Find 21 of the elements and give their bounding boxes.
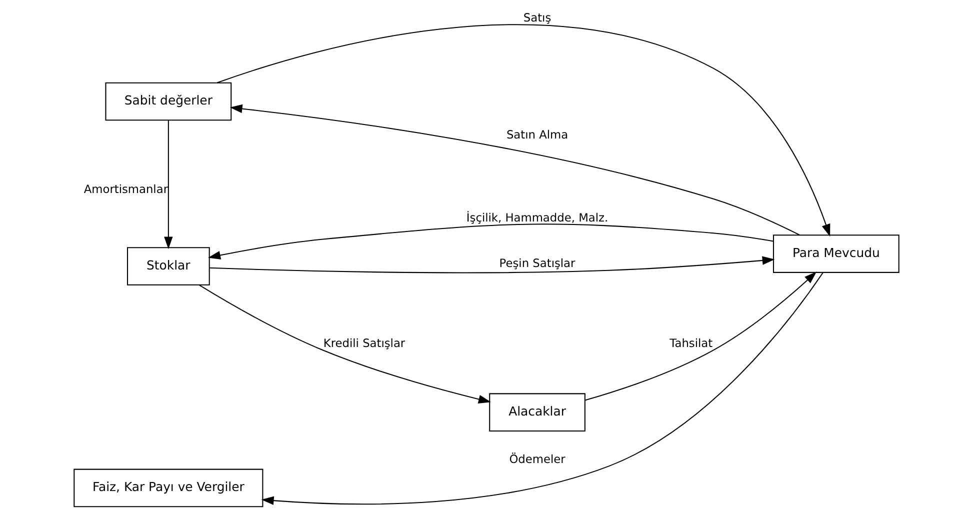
arrow <box>261 272 824 505</box>
node-box: Para Mevcudu <box>772 234 900 273</box>
edge-label: Kredili Satışlar <box>323 336 406 350</box>
edge-label: Ödemeler <box>509 452 566 466</box>
arrow <box>209 256 775 274</box>
node-box: Stoklar <box>126 247 210 286</box>
edge-label: İşçilik, Hammadde, Malz. <box>466 210 608 224</box>
arrow <box>208 224 774 260</box>
node-box: Faiz, Kar Payı ve Vergiler <box>74 468 264 508</box>
arrow <box>230 104 800 236</box>
edge-label: Peşin Satışlar <box>499 256 576 270</box>
arrow <box>164 120 173 250</box>
node-box: Sabit değerler <box>105 82 232 121</box>
arrow <box>216 24 830 237</box>
edge-label: Satış <box>523 10 552 25</box>
edge-label: Satın Alma <box>506 128 568 142</box>
edge-label: Tahsilat <box>670 336 713 350</box>
node-box: Alacaklar <box>489 393 586 432</box>
edge-label: Amortismanlar <box>84 182 168 196</box>
arrow <box>198 284 491 404</box>
arrow <box>584 272 817 401</box>
